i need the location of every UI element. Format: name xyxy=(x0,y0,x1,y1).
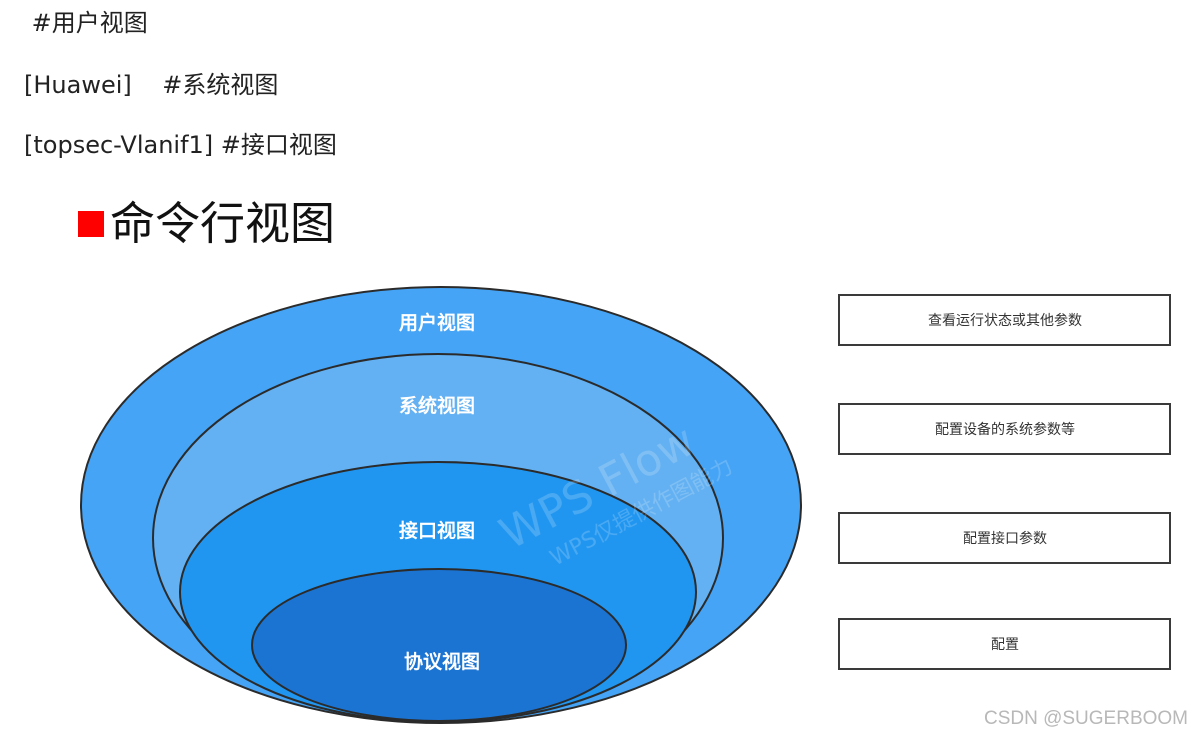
layer-ellipse-protocol xyxy=(251,568,627,722)
csdn-credit: CSDN @SUGERBOOM xyxy=(983,708,1188,729)
section-heading: 命令行视图 xyxy=(78,194,335,254)
layer-label-user: 用户视图 xyxy=(399,311,475,334)
layer-label-interface: 接口视图 xyxy=(399,519,475,542)
description-box-interface xyxy=(838,512,1171,564)
layer-label-protocol: 协议视图 xyxy=(404,650,480,673)
red-square-bullet-icon xyxy=(78,211,104,237)
description-text-user: 查看运行状态或其他参数 xyxy=(928,312,1082,329)
text-line-system-view: [Huawei] #系统视图 xyxy=(24,71,279,99)
text-line-interface-view: [topsec-Vlanif1] #接口视图 xyxy=(24,131,337,159)
description-box-system xyxy=(838,403,1171,455)
description-box-user xyxy=(838,294,1171,346)
description-text-protocol: 配置 xyxy=(991,637,1019,653)
description-text-interface: 配置接口参数 xyxy=(963,530,1047,547)
text-line-user-view: #用户视图 xyxy=(24,9,148,37)
description-text-system: 配置设备的系统参数等 xyxy=(935,421,1075,438)
description-box-protocol xyxy=(838,618,1171,670)
layer-label-system: 系统视图 xyxy=(399,394,475,417)
section-title: 命令行视图 xyxy=(110,197,336,250)
